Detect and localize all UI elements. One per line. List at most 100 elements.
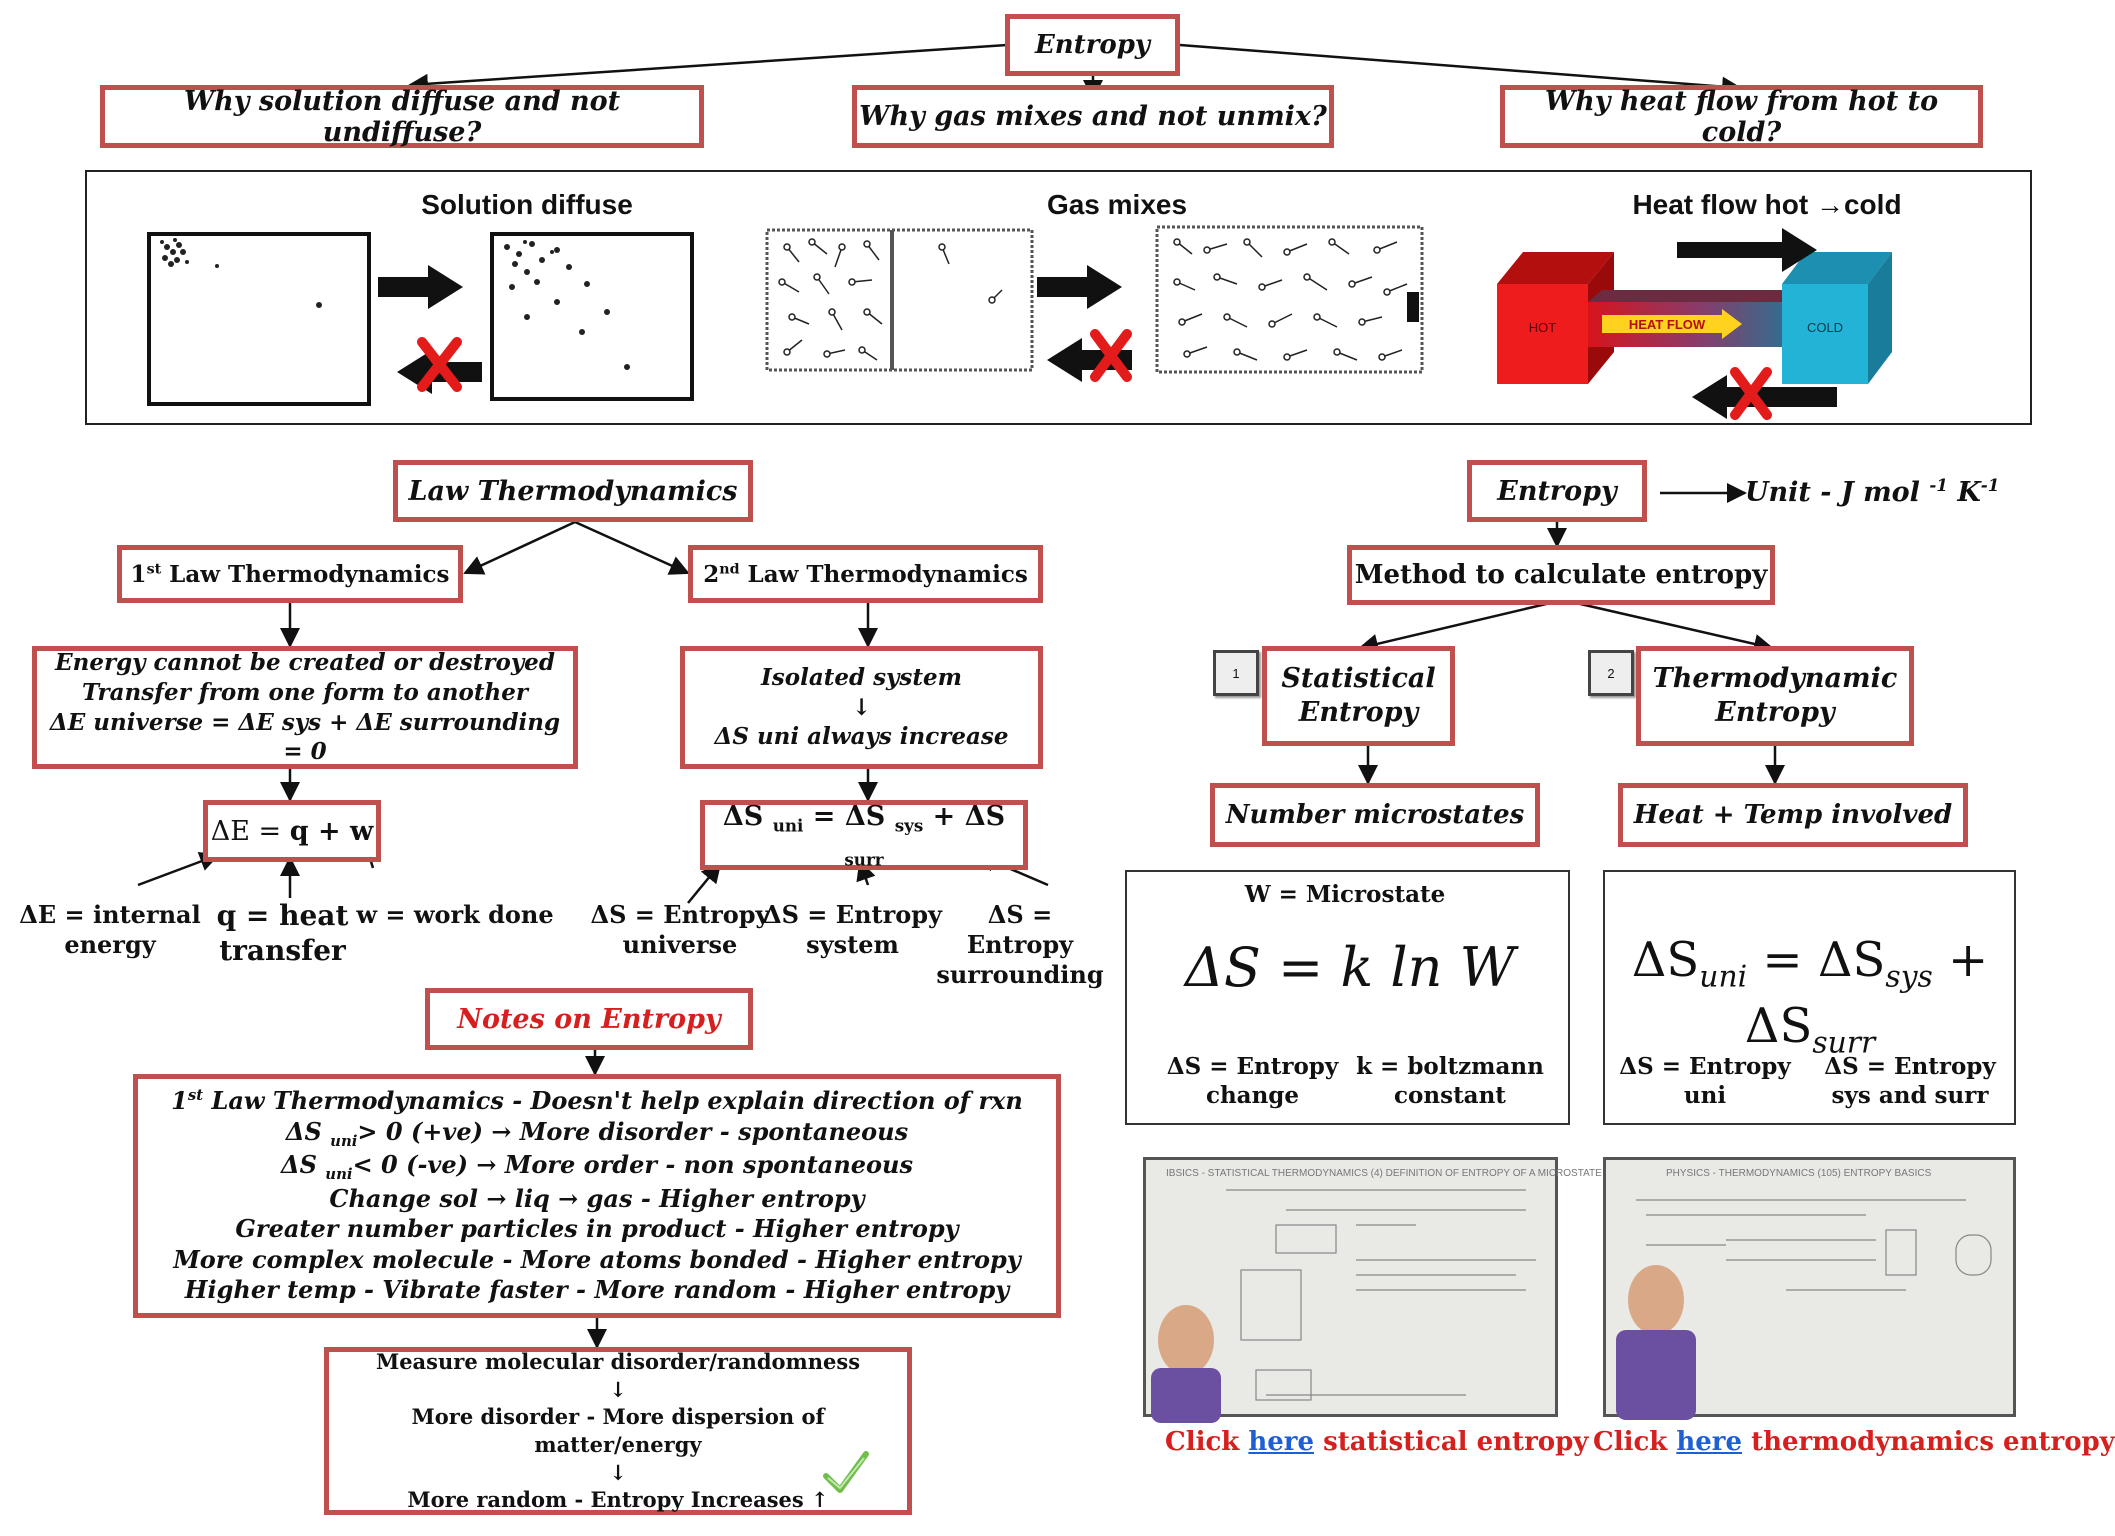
label-entropy-change: ΔS = Entropy change: [1166, 1053, 1339, 1109]
heat-temp-label: Heat + Temp involved: [1633, 800, 1953, 830]
first-law-desc-box: Energy cannot be created or destroyed Tr…: [32, 646, 578, 769]
label-ds-universe: ΔS = Entropy universe: [590, 900, 770, 959]
solution-after-particles: [504, 240, 630, 370]
heat-flow-title: Heat flow hot →cold: [1632, 189, 1902, 220]
illustration-drawings: [147, 225, 1892, 420]
question-gas-label: Why gas mixes and not unmix?: [859, 101, 1327, 132]
gas-after-molecules: [1173, 238, 1408, 361]
measure-box: Measure molecular disorder/randomness ↓ …: [324, 1347, 912, 1515]
label-boltzmann-constant: k = boltzmann constant: [1356, 1053, 1544, 1109]
video2-heading: PHYSICS - THERMODYNAMICS (105) ENTROPY B…: [1666, 1168, 1932, 1179]
statistical-entropy-box: Statistical Entropy: [1262, 646, 1455, 746]
gas-forward-arrow: [1037, 265, 1122, 309]
thermodynamic-video-thumbnail[interactable]: PHYSICS - THERMODYNAMICS (105) ENTROPY B…: [1603, 1157, 2016, 1420]
energy-equation-box: ΔE = q + w: [203, 800, 381, 862]
solution-cross-icon: [417, 337, 462, 392]
first-law-desc-line2: Transfer from one form to another: [82, 678, 528, 706]
microstates-box: Number microstates: [1210, 783, 1540, 847]
notes-line4: Change sol → liq → gas - Higher entropy: [329, 1183, 865, 1213]
solution-diffuse-title: Solution diffuse: [421, 189, 633, 220]
notes-line5: Greater number particles in product - Hi…: [235, 1214, 959, 1244]
notes-title-label: Notes on Entropy: [457, 1003, 721, 1035]
law-thermo-label: Law Thermodynamics: [408, 475, 738, 507]
cold-label: COLD: [1806, 320, 1844, 335]
measure-line3: More disorder - More dispersion of matte…: [411, 1404, 825, 1457]
entropy-root-box: Entropy: [1005, 14, 1180, 76]
law-thermo-box: Law Thermodynamics: [393, 460, 753, 522]
solution-before-particles: [160, 238, 322, 308]
heat-flow-arrow: [1602, 309, 1742, 339]
video2-whiteboard: [1616, 1199, 1992, 1420]
heat-flow-label: HEAT FLOW: [1628, 317, 1706, 332]
first-law-desc-line1: Energy cannot be created or destroyed: [55, 648, 555, 676]
checkmark-icon: [823, 1451, 869, 1493]
heat-temp-box: Heat + Temp involved: [1618, 783, 1968, 847]
second-law-box: 2nd Law Thermodynamics: [688, 545, 1043, 603]
measure-line5: More random - Entropy Increases ↑: [407, 1487, 829, 1513]
solution-after-container: [490, 232, 694, 401]
measure-arrow2: ↓: [609, 1459, 627, 1485]
statistical-equation-panel: [1125, 870, 1570, 1125]
heat-bar-top: [1588, 290, 1800, 302]
gas-cross-icon: [1090, 329, 1132, 382]
thermodynamic-equation-panel: [1603, 870, 2016, 1125]
heat-reverse-arrow: [1692, 375, 1837, 419]
notes-title-box: Notes on Entropy: [425, 988, 753, 1050]
second-law-desc-arrow: ↓: [851, 693, 872, 721]
label-entropy-sys-surr: ΔS = Entropy sys and surr: [1824, 1053, 1996, 1109]
measure-line1: Measure molecular disorder/randomness: [375, 1348, 861, 1374]
notes-line2: ΔS uni> 0 (+ve) → More disorder - sponta…: [285, 1116, 909, 1150]
hot-block-top: [1497, 252, 1614, 284]
label-w: w = work done: [356, 900, 554, 929]
gas-after-valve: [1407, 292, 1419, 322]
here-link-1[interactable]: here: [1248, 1427, 1315, 1457]
first-law-label: 1st Law Thermodynamics: [130, 560, 450, 588]
energy-equation: ΔE = q + w: [210, 815, 374, 847]
method-label: Method to calculate entropy: [1354, 560, 1768, 590]
gas-mixes-title: Gas mixes: [1046, 189, 1188, 220]
cold-block: [1782, 284, 1868, 384]
entropy-unit: Unit - J mol -1 K-1: [1745, 475, 2000, 508]
entropy-right-box: Entropy: [1467, 460, 1647, 522]
notes-line6: More complex molecule - More atoms bonde…: [173, 1244, 1021, 1274]
notes-box: 1st Law Thermodynamics - Doesn't help ex…: [133, 1074, 1061, 1318]
second-law-desc-line1: Isolated system: [761, 663, 962, 691]
number-badge-1: 1: [1213, 650, 1259, 696]
first-law-desc-line3: ΔE universe = ΔE sys + ΔE surrounding = …: [49, 708, 561, 766]
here-link-2[interactable]: here: [1676, 1427, 1743, 1457]
number-badge-2: 2: [1588, 650, 1634, 696]
statistical-entropy-label: Statistical Entropy: [1281, 663, 1436, 728]
second-law-desc-line3: ΔS uni always increase: [714, 723, 1009, 751]
entropy-right-label: Entropy: [1497, 475, 1617, 507]
method-box: Method to calculate entropy: [1347, 545, 1775, 605]
label-delta-e: ΔE = internal energy: [19, 900, 201, 959]
statistical-video-thumbnail[interactable]: IBSICS - STATISTICAL THERMODYNAMICS (4) …: [1143, 1157, 1602, 1423]
gas-before-molecules: [778, 238, 1003, 361]
label-ds-surrounding: ΔS = Entropy surrounding: [936, 900, 1104, 989]
microstate-label: W = Microstate: [1244, 881, 1446, 908]
solution-before-container: [147, 232, 371, 406]
gas-before-container: [765, 228, 1034, 372]
entropy-root-label: Entropy: [1034, 30, 1151, 60]
question-gas-box: Why gas mixes and not unmix?: [852, 85, 1334, 148]
question-solution-label: Why solution diffuse and not undiffuse?: [183, 85, 621, 148]
video1-heading: IBSICS - STATISTICAL THERMODYNAMICS (4) …: [1166, 1168, 1602, 1179]
second-law-desc-box: Isolated system ↓ ΔS uni always increase: [680, 646, 1043, 769]
question-heat-label: Why heat flow from hot to cold?: [1544, 85, 1939, 148]
cold-block-side: [1868, 252, 1892, 384]
heat-cross-icon: [1730, 367, 1772, 420]
second-law-label: 2nd Law Thermodynamics: [703, 560, 1028, 588]
statistical-entropy-link[interactable]: Click here statistical entropy: [1165, 1427, 1589, 1457]
solution-forward-arrow: [378, 265, 463, 309]
cold-block-top: [1782, 252, 1892, 284]
label-entropy-uni: ΔS = Entropy uni: [1619, 1053, 1791, 1109]
microstates-label: Number microstates: [1225, 800, 1525, 830]
question-heat-box: Why heat flow from hot to cold?: [1500, 85, 1983, 148]
label-ds-system: ΔS = Entropy system: [763, 900, 942, 959]
gas-reverse-arrow: [1047, 338, 1132, 382]
entropy-equation: ΔS uni = ΔS sys + ΔS surr: [722, 800, 1006, 870]
measure-arrow1: ↓: [609, 1376, 627, 1402]
thermodynamic-equation: ΔSuni = ΔSsys + ΔSsurr: [1631, 932, 1989, 1061]
thermodynamic-entropy-link[interactable]: Click here thermodynamics entropy: [1593, 1427, 2115, 1457]
notes-line7: Higher temp - Vibrate faster - More rand…: [184, 1275, 1010, 1305]
